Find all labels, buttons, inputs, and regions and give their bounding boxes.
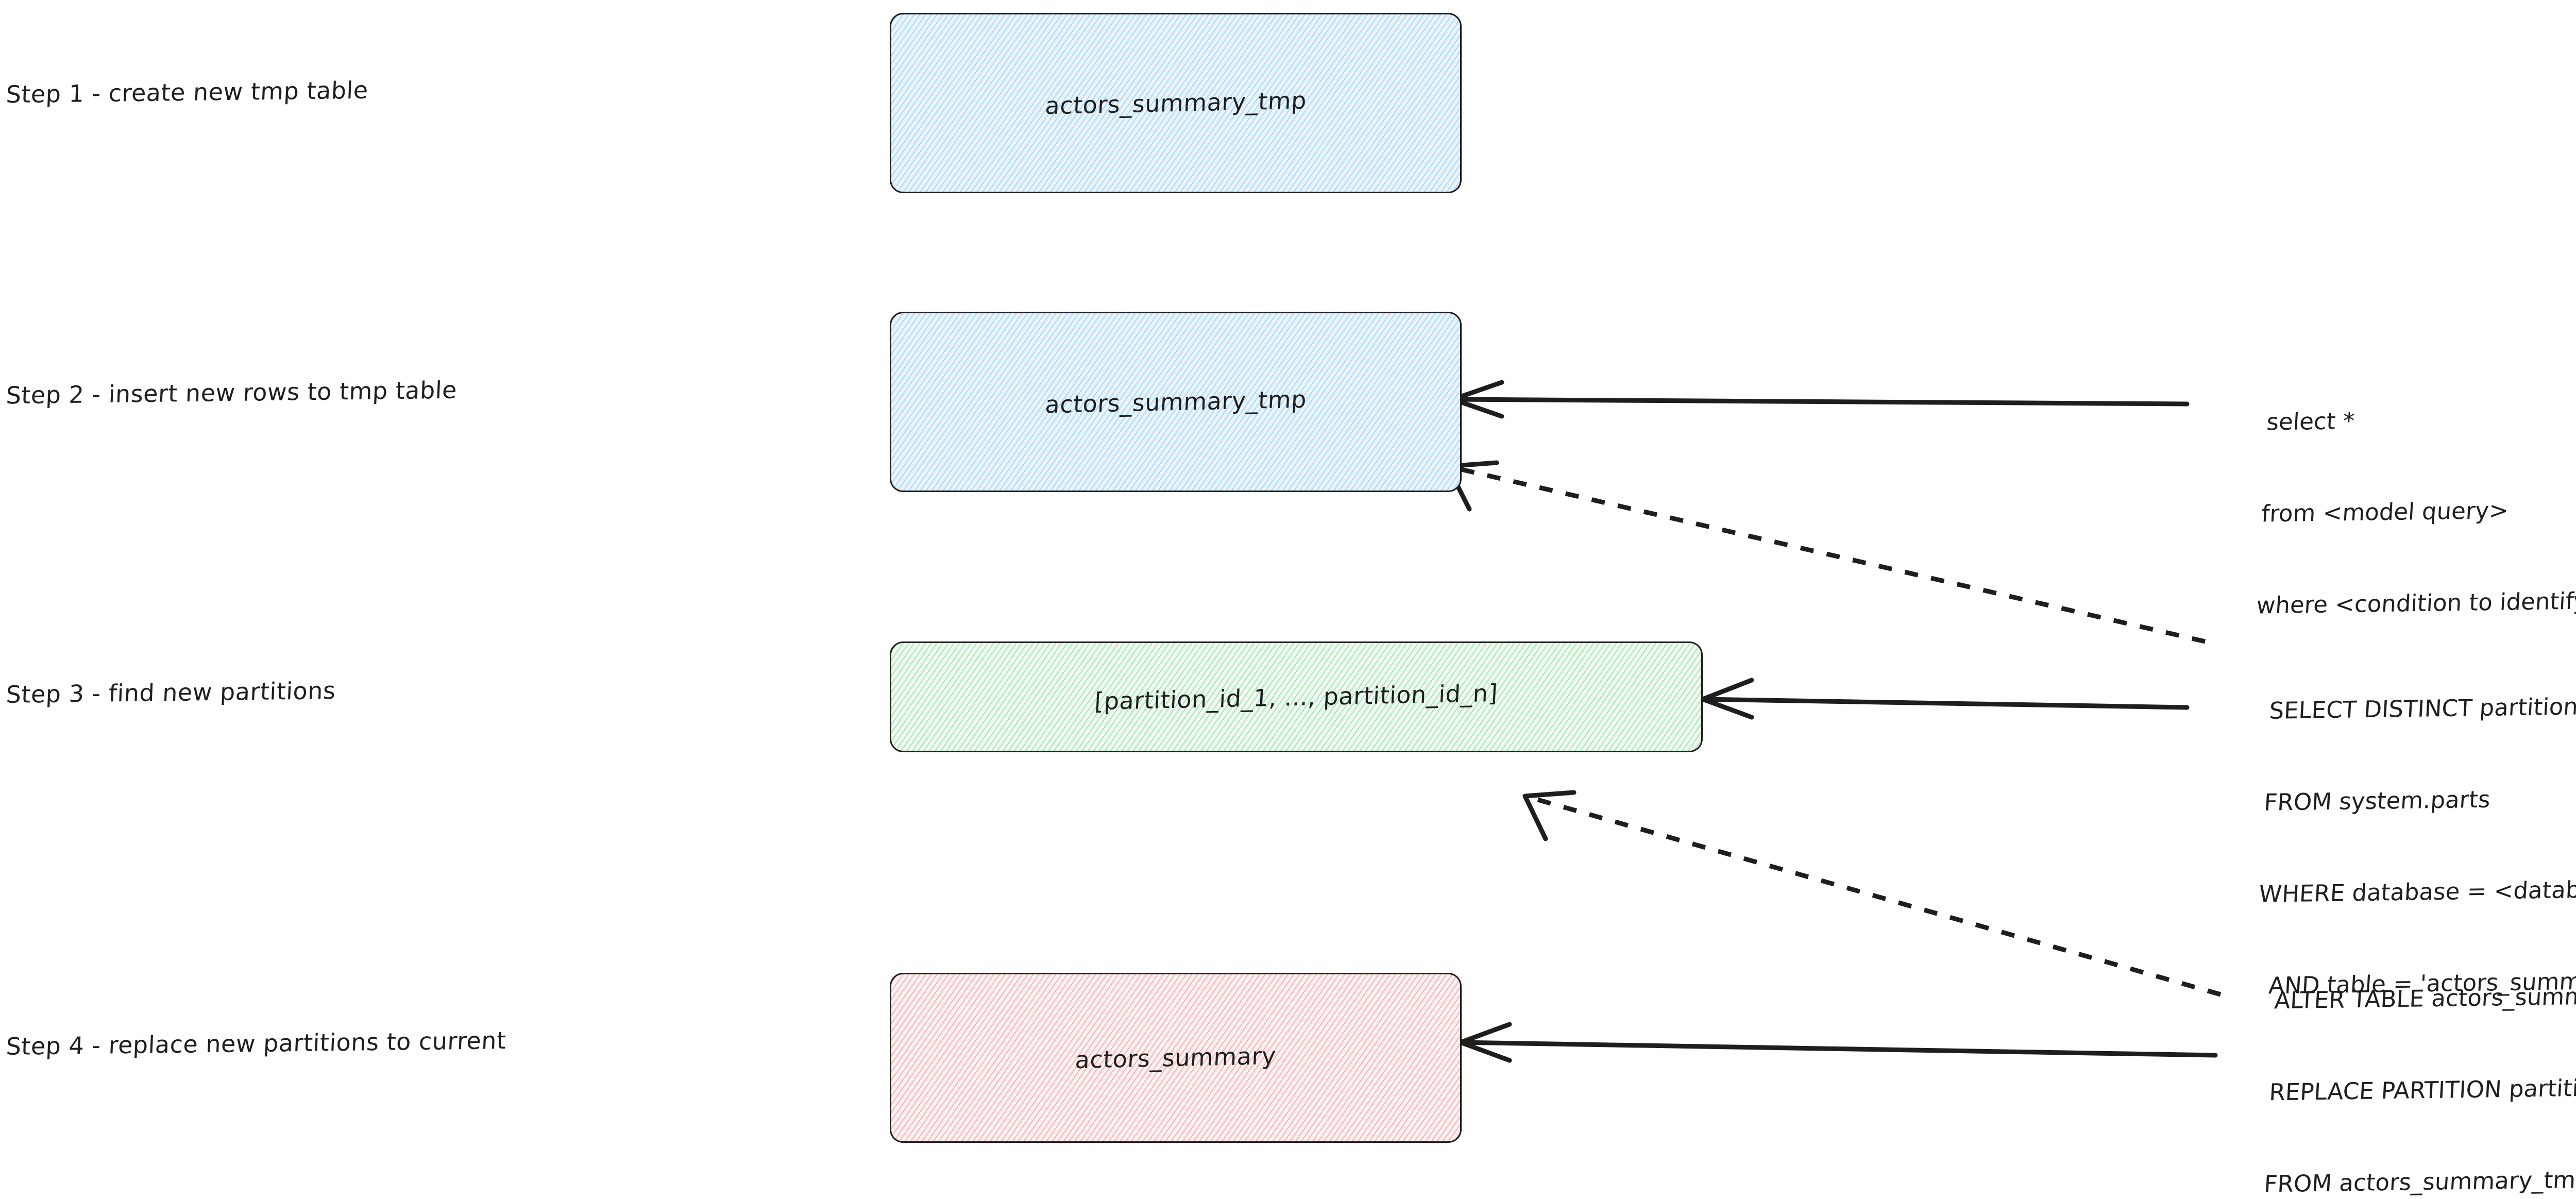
step-label-3: Step 3 - find new partitions bbox=[5, 677, 336, 708]
step-label-2: Step 2 - insert new rows to tmp table bbox=[5, 376, 458, 410]
sql-line: SELECT DISTINCT partition_id bbox=[2268, 692, 2576, 724]
node-tmp-table-step2[interactable]: actors_summary_tmp bbox=[890, 312, 1462, 492]
step-label-4: Step 4 - replace new partitions to curre… bbox=[5, 1026, 507, 1060]
sql-line: select * bbox=[2266, 407, 2355, 436]
node-partitions-list[interactable]: [partition_id_1, ..., partition_id_n] bbox=[890, 641, 1703, 752]
sql-line: from <model query> bbox=[2261, 496, 2510, 528]
sql-line: WHERE database = <database> bbox=[2258, 875, 2576, 908]
edge-find-sql-to-partitions bbox=[1700, 678, 2190, 720]
edge-replace-sql-to-target bbox=[1458, 1022, 2218, 1063]
node-label: [partition_id_1, ..., partition_id_n] bbox=[1094, 679, 1499, 715]
node-target-table[interactable]: actors_summary bbox=[890, 973, 1462, 1143]
sql-line: where <condition to identify new> bbox=[2256, 587, 2576, 619]
sql-line: REPLACE PARTITION partition_id_1 bbox=[2268, 1073, 2576, 1106]
edge-tmp-to-find-sql bbox=[1445, 460, 2206, 644]
node-tmp-table-step1[interactable]: actors_summary_tmp bbox=[890, 13, 1462, 193]
edge-replace-sql-to-partitions bbox=[1522, 790, 2222, 997]
node-label: actors_summary bbox=[1074, 1041, 1277, 1074]
node-label: actors_summary_tmp bbox=[1044, 86, 1307, 120]
sql-replace-partition: ALTER TABLE actors_summary REPLACE PARTI… bbox=[2244, 919, 2576, 1199]
node-label: actors_summary_tmp bbox=[1044, 385, 1307, 419]
edge-insert-sql-to-tmp bbox=[1450, 380, 2190, 419]
sql-line: FROM actors_summary_tmp, bbox=[2263, 1166, 2576, 1198]
sql-line: ALTER TABLE actors_summary bbox=[2274, 982, 2576, 1015]
step-label-1: Step 1 - create new tmp table bbox=[5, 76, 369, 109]
sql-line: FROM system.parts bbox=[2263, 785, 2491, 816]
